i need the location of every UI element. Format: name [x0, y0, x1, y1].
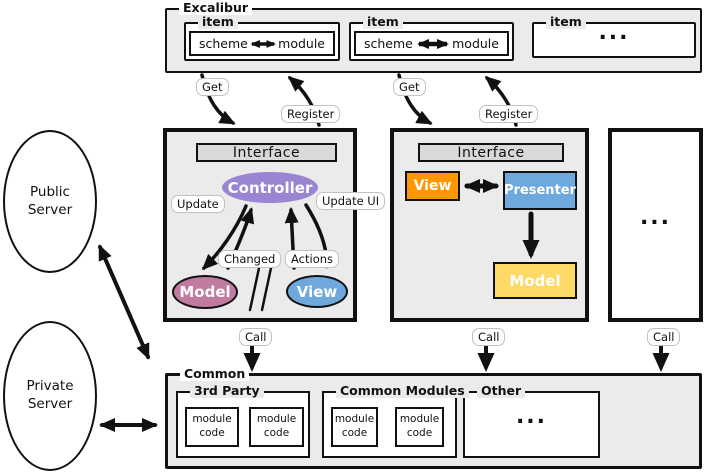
- scheme-module-pair-1: scheme module: [189, 31, 335, 56]
- double-arrow-icon: [250, 39, 276, 48]
- double-arrow-icon: [416, 38, 449, 49]
- common-box: Common 3rd Party module code module code…: [165, 367, 702, 469]
- item-box-2: item scheme module: [349, 15, 514, 61]
- presenter-rect: Presenter: [503, 171, 577, 210]
- scheme-label: scheme: [199, 36, 248, 51]
- mvc-model-ellipse: Model: [172, 275, 238, 309]
- public-server-line2: Server: [27, 201, 73, 218]
- call-label-2: Call: [472, 328, 506, 347]
- private-server-ellipse: Private Server: [3, 321, 97, 471]
- module-label: module: [452, 36, 499, 51]
- more-ellipsis-wrap: ...: [612, 132, 699, 318]
- mvp-view-rect: View: [405, 171, 460, 201]
- third-party-group: 3rd Party module code module code: [176, 384, 310, 458]
- scheme-module-pair-2: scheme module: [354, 31, 509, 56]
- mvp-model-rect: Model: [493, 262, 577, 299]
- call-label-1: Call: [239, 328, 273, 347]
- private-server-line2: Server: [27, 396, 73, 412]
- public-server-ellipse: Public Server: [3, 130, 97, 273]
- excalibur-box: Excalibur item scheme module item scheme…: [165, 1, 702, 73]
- get-label-right: Get: [393, 78, 426, 97]
- ellipsis: ...: [639, 204, 672, 230]
- mvc-box: Interface Controller Model View: [163, 128, 357, 322]
- more-architectures-box: ...: [608, 128, 703, 322]
- register-label-left: Register: [281, 105, 341, 124]
- other-group: Other ...: [463, 384, 600, 458]
- mvc-interface-bar: Interface: [196, 143, 337, 162]
- module-code-box: module code: [331, 407, 378, 447]
- private-server-line1: Private: [26, 378, 74, 395]
- item-box-1: item scheme module: [184, 15, 340, 61]
- item-ellipsis-wrap: ...: [534, 20, 694, 56]
- ellipsis: ...: [515, 404, 548, 429]
- common-modules-label: Common Modules: [336, 384, 469, 398]
- mvp-box: Interface View Presenter Model: [390, 128, 589, 322]
- scheme-label: scheme: [364, 36, 413, 51]
- excalibur-label: Excalibur: [179, 1, 253, 15]
- controller-ellipse: Controller: [222, 172, 318, 203]
- call-label-3: Call: [647, 328, 681, 347]
- mvp-interface-bar: Interface: [418, 143, 564, 162]
- module-code-box: module code: [249, 407, 304, 447]
- common-label: Common: [180, 367, 250, 381]
- other-ellipsis-wrap: ...: [465, 393, 598, 456]
- update-ui-label: Update UI: [316, 192, 386, 211]
- get-label-left: Get: [196, 78, 229, 97]
- register-label-right: Register: [479, 105, 539, 124]
- module-label: module: [278, 36, 325, 51]
- third-party-label: 3rd Party: [190, 384, 264, 398]
- item-label-3: item: [546, 15, 586, 29]
- public-server-common-arrow: [98, 244, 150, 360]
- mvc-view-ellipse: View: [286, 275, 348, 308]
- common-modules-group: Common Modules module code module code: [322, 384, 469, 458]
- item-label-1: item: [198, 15, 238, 29]
- public-server-line1: Public: [30, 183, 70, 200]
- module-code-box: module code: [395, 407, 444, 447]
- other-label: Other: [477, 384, 526, 398]
- actions-label: Actions: [285, 250, 340, 269]
- changed-label: Changed: [218, 250, 282, 269]
- update-label: Update: [171, 195, 225, 214]
- ellipsis: ...: [598, 19, 630, 45]
- module-code-box: module code: [185, 407, 239, 447]
- item-label-2: item: [363, 15, 403, 29]
- item-box-3: item ...: [532, 15, 696, 58]
